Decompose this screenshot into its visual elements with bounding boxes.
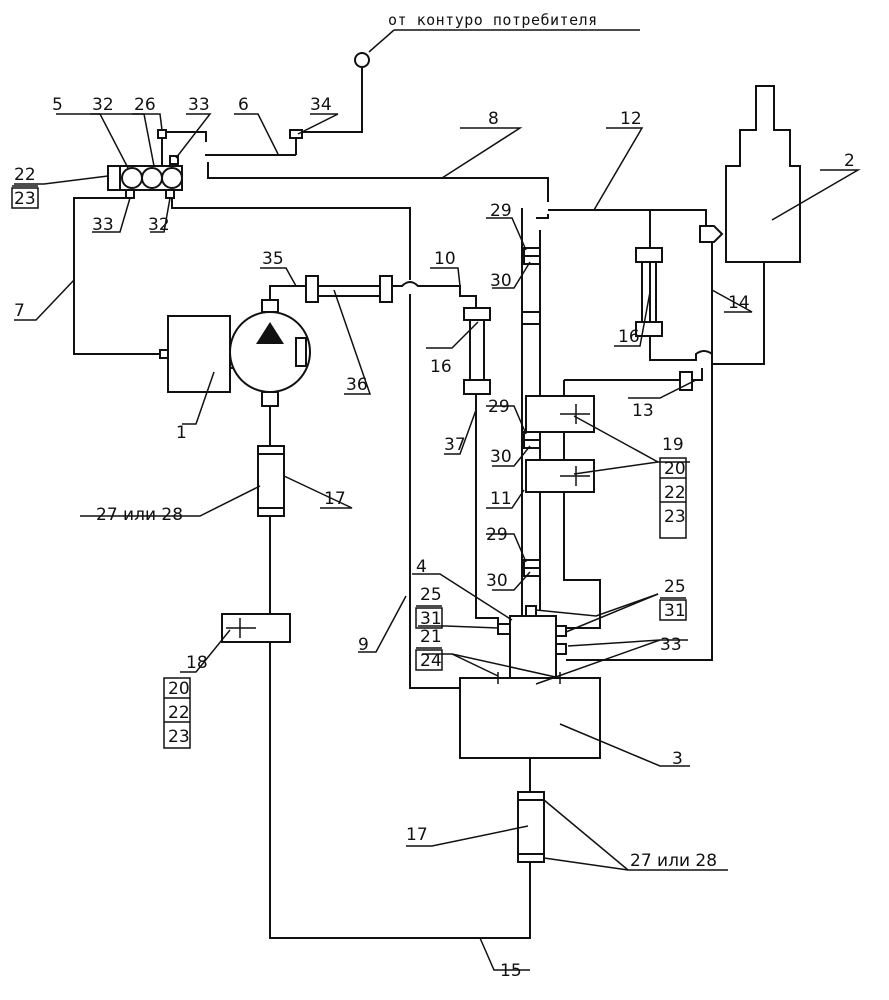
tank-3	[459, 677, 601, 759]
label-21: 21	[420, 627, 442, 647]
label-31-right: 31	[664, 601, 686, 621]
label-9: 9	[358, 635, 369, 655]
label-4: 4	[416, 557, 427, 577]
motor-1	[167, 315, 231, 393]
label-29-low: 29	[486, 525, 508, 545]
consumer-2	[699, 85, 801, 263]
label-27-upper: 27 или 28	[96, 505, 183, 525]
label-19-20: 20	[664, 459, 686, 479]
label-19-22: 22	[664, 483, 686, 503]
label-13: 13	[632, 401, 654, 421]
block-4	[497, 605, 567, 689]
valve-pair-mid	[523, 431, 541, 449]
label-8: 8	[488, 109, 499, 129]
label-6: 6	[238, 95, 249, 115]
label-31-left: 31	[420, 609, 442, 629]
label-23-left: 23	[14, 189, 36, 209]
leader-lines	[14, 113, 861, 971]
valve-pair-low	[523, 559, 541, 577]
label-5: 5	[52, 95, 63, 115]
label-2: 2	[844, 151, 855, 171]
filter-17-upper	[257, 445, 285, 517]
manifold-block	[107, 129, 183, 199]
label-25-left: 25	[420, 585, 442, 605]
label-26: 26	[134, 95, 156, 115]
gauge-18	[221, 613, 291, 643]
label-37: 37	[444, 435, 466, 455]
label-3: 3	[672, 749, 683, 769]
valve-pair-top	[521, 247, 541, 325]
filter-16-left	[463, 307, 491, 395]
label-25-right: 25	[664, 577, 686, 597]
label-29-top: 29	[490, 201, 512, 221]
label-35: 35	[262, 249, 284, 269]
label-33-right: 33	[660, 635, 682, 655]
label-18-22: 22	[168, 703, 190, 723]
fitting-34	[289, 129, 303, 139]
pump	[229, 299, 311, 407]
label-12: 12	[620, 109, 642, 129]
filter-16-right	[635, 247, 663, 337]
label-19: 19	[662, 435, 684, 455]
label-27-lower: 27 или 28	[630, 851, 717, 871]
label-30-top: 30	[490, 271, 512, 291]
filter-36	[305, 275, 393, 303]
gauge-19-bottom	[525, 459, 595, 493]
label-22-left: 22	[14, 165, 36, 185]
label-33-top: 33	[188, 95, 210, 115]
label-18-20: 20	[168, 679, 190, 699]
label-15: 15	[500, 961, 522, 981]
label-17-upper: 17	[324, 489, 346, 509]
fitting-13	[679, 371, 693, 391]
label-29-mid: 29	[488, 397, 510, 417]
label-30-mid: 30	[490, 447, 512, 467]
label-30-low: 30	[486, 571, 508, 591]
label-11: 11	[490, 489, 512, 509]
number-labels: 5 32 26 33 6 34 8 12 2 22 23 33 32 29 30…	[11, 95, 855, 981]
consumer-source-label: от контуро потребителя	[388, 11, 598, 29]
label-14: 14	[728, 293, 750, 313]
label-17-lower: 17	[406, 825, 428, 845]
label-32-bottom: 32	[148, 215, 170, 235]
label-34: 34	[310, 95, 332, 115]
label-18-23: 23	[168, 727, 190, 747]
label-1: 1	[176, 423, 187, 443]
label-32-top: 32	[92, 95, 114, 115]
label-19-23: 23	[664, 507, 686, 527]
label-18: 18	[186, 653, 208, 673]
label-36: 36	[346, 375, 368, 395]
label-24: 24	[420, 651, 442, 671]
label-16-right: 16	[618, 327, 640, 347]
label-16-left: 16	[430, 357, 452, 377]
gauge-19-top	[525, 395, 595, 433]
label-33-left: 33	[92, 215, 114, 235]
consumer-source-circle	[354, 52, 370, 68]
label-10: 10	[434, 249, 456, 269]
label-7: 7	[14, 301, 25, 321]
